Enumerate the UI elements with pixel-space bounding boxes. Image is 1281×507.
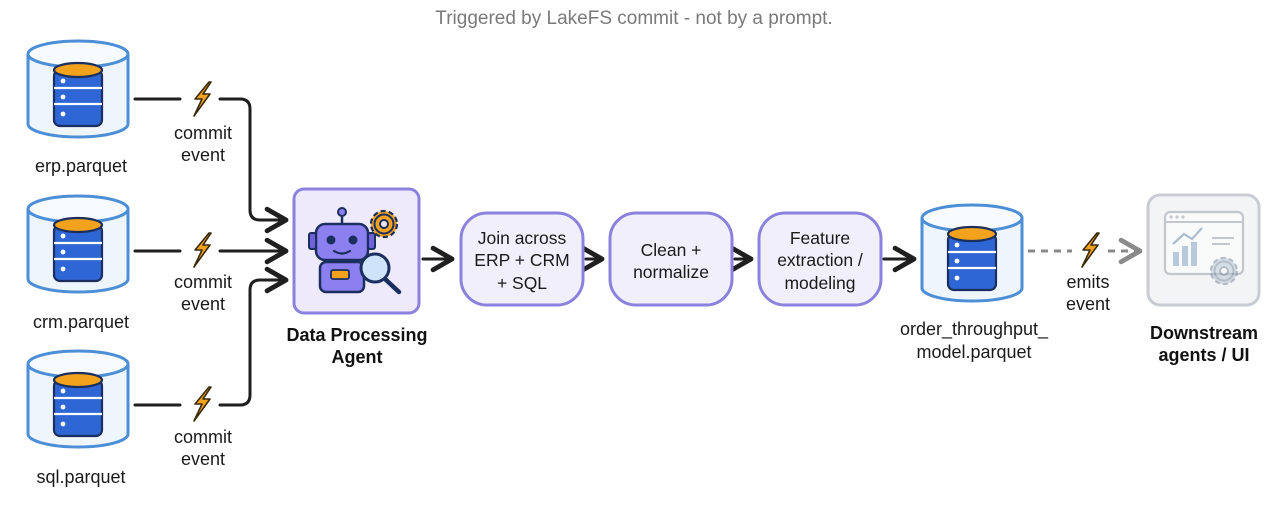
downstream-label-line2: agents / UI (1158, 345, 1249, 365)
source-sql: sql.parquet (26, 349, 130, 487)
commit-event-label-3a: commit (174, 427, 232, 447)
commit-event-label-2a: commit (174, 272, 232, 292)
database-icon (26, 349, 130, 449)
source-crm-label: crm.parquet (33, 312, 129, 332)
commit-connectors (133, 97, 289, 407)
agent-label-line1: Data Processing (286, 325, 427, 345)
magnifier-icon (359, 252, 402, 295)
data-processing-agent (292, 187, 421, 315)
robot-icon (308, 207, 376, 294)
step-clean-line1: Clean + (641, 240, 702, 260)
sql-to-agent-arrow (218, 266, 289, 407)
step-feature-line1: Feature (790, 228, 850, 248)
commit-event-label-3b: event (181, 449, 225, 469)
agent-label-line2: Agent (332, 347, 383, 367)
emits-label-line2: event (1066, 294, 1110, 314)
database-icon (26, 194, 130, 294)
gear-icon (1209, 256, 1239, 286)
source-erp-label: erp.parquet (35, 156, 127, 176)
commit-event-label-1b: event (181, 145, 225, 165)
output-label-line1: order_throughput_ (900, 319, 1049, 340)
gear-icon (369, 209, 399, 239)
emits-label-line1: emits (1066, 272, 1109, 292)
erp-to-agent-arrow (218, 97, 289, 234)
source-erp: erp.parquet (26, 39, 130, 176)
downstream-label-line1: Downstream (1150, 323, 1258, 343)
lightning-icon (193, 386, 212, 422)
step-clean: Clean + normalize (608, 211, 734, 307)
step-feature-line2: extraction / (777, 250, 863, 270)
caption-text: Triggered by LakeFS commit - not by a pr… (435, 8, 832, 29)
step-join-line1: Join across (478, 228, 567, 248)
downstream-agents (1146, 193, 1261, 307)
source-sql-label: sql.parquet (36, 467, 125, 487)
commit-event-label-1a: commit (174, 123, 232, 143)
lightning-icon (1081, 232, 1100, 268)
output-model (920, 203, 1024, 303)
step-feature: Feature extraction / modeling (757, 211, 883, 307)
step-join: Join across ERP + CRM + SQL (459, 211, 585, 307)
step-clean-line2: normalize (633, 262, 709, 282)
lightning-icon (193, 81, 212, 117)
output-label-line2: model.parquet (916, 342, 1031, 362)
step-join-line2: ERP + CRM (474, 250, 569, 270)
step-feature-line3: modeling (784, 273, 855, 293)
step-join-line3: + SQL (497, 273, 547, 293)
lightning-icon (193, 232, 212, 268)
commit-event-label-2b: event (181, 294, 225, 314)
database-icon (920, 203, 1024, 303)
database-icon (26, 39, 130, 139)
source-crm: crm.parquet (26, 194, 130, 332)
